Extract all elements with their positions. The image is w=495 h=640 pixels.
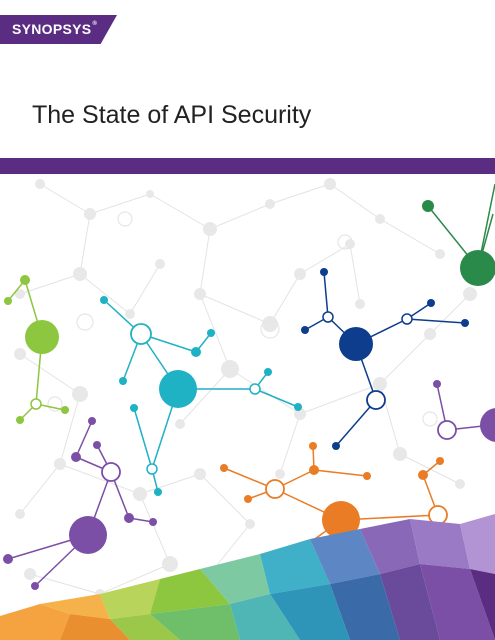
background-hollow-nodes [47, 211, 438, 562]
brand-logo-text: SYNOPSYS® [12, 21, 98, 37]
header-divider-band [0, 158, 495, 174]
network-graphic [0, 178, 495, 640]
purple-node-cluster-right [433, 380, 495, 442]
brand-logo: SYNOPSYS® [0, 15, 117, 44]
darkgreen-node-cluster [422, 183, 495, 286]
purple-node-cluster-left [3, 417, 157, 590]
teal-node-cluster [100, 296, 302, 496]
navy-node-cluster [301, 268, 469, 450]
green-node-cluster [4, 275, 69, 424]
lowpoly-mountains [0, 514, 495, 640]
background-network-lines [19, 183, 471, 595]
background-network-nodes [14, 178, 477, 599]
document-title: The State of API Security [32, 100, 312, 129]
